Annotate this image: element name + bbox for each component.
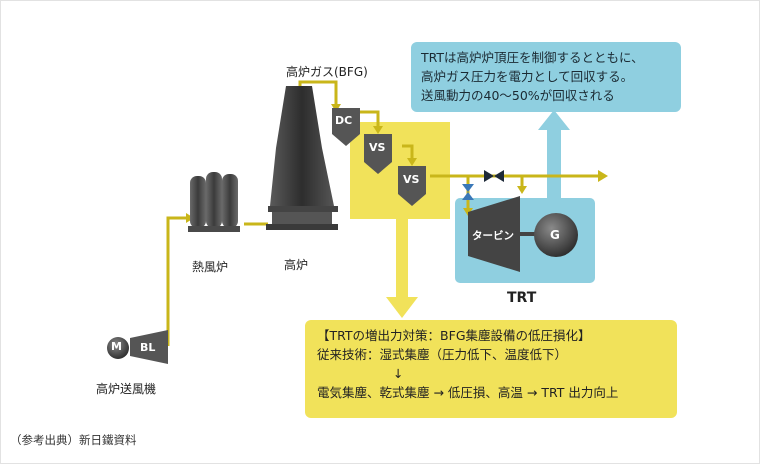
generator-label: G	[550, 228, 560, 242]
hot-stoves	[188, 172, 240, 232]
generator-icon	[534, 213, 578, 257]
turbine-label: タービン	[472, 230, 514, 242]
source-note: （参考出典）新日鐵資料	[10, 433, 137, 447]
blower-label: 高炉送風機	[96, 382, 157, 396]
blast-furnace	[266, 86, 338, 230]
vs2-label: VS	[403, 173, 420, 186]
valve-icon	[484, 170, 504, 182]
note-line-2: 高炉ガス圧力を電力として回収する。	[421, 69, 634, 84]
vs1-label: VS	[369, 141, 386, 154]
measures-arrow-text: ↓	[393, 366, 404, 381]
motor-label: M	[111, 340, 122, 353]
trt-note: TRTは高炉炉頂圧を制御するとともに、 高炉ガス圧力を電力として回収する。 送風…	[411, 42, 681, 112]
measures-title: 【TRTの増出力対策：BFG集塵設備の低圧損化】	[317, 328, 591, 343]
recovery-arrow	[538, 110, 570, 200]
blower-icon	[130, 330, 168, 364]
gas-pipes	[166, 80, 598, 346]
dc-label: DC	[335, 114, 353, 127]
furnace-label: 高炉	[284, 258, 309, 272]
measures-box: 【TRTの増出力対策：BFG集塵設備の低圧損化】 従来技術：湿式集塵（圧力低下、…	[305, 320, 677, 418]
bl-label: BL	[140, 341, 156, 354]
hot-stove-label: 熱風炉	[192, 260, 229, 274]
turbine	[468, 196, 520, 272]
dc-unit	[332, 108, 360, 146]
measures-arrow	[386, 217, 418, 318]
bypass-valve-icon	[462, 184, 474, 200]
bfg-label: 高炉ガス(BFG)	[286, 65, 368, 79]
vs2-unit	[398, 166, 426, 206]
note-line-3: 送風動力の40～50%が回収される	[421, 88, 615, 103]
measures-improved: 電気集塵、乾式集塵 → 低圧損、高温 → TRT 出力向上	[317, 385, 619, 400]
note-line-1: TRTは高炉炉頂圧を制御するとともに、	[421, 50, 644, 65]
measures-conventional: 従来技術：湿式集塵（圧力低下、温度低下）	[317, 347, 568, 362]
vs1-unit	[364, 134, 392, 174]
motor-icon	[107, 337, 129, 359]
trt-label: TRT	[507, 290, 537, 306]
